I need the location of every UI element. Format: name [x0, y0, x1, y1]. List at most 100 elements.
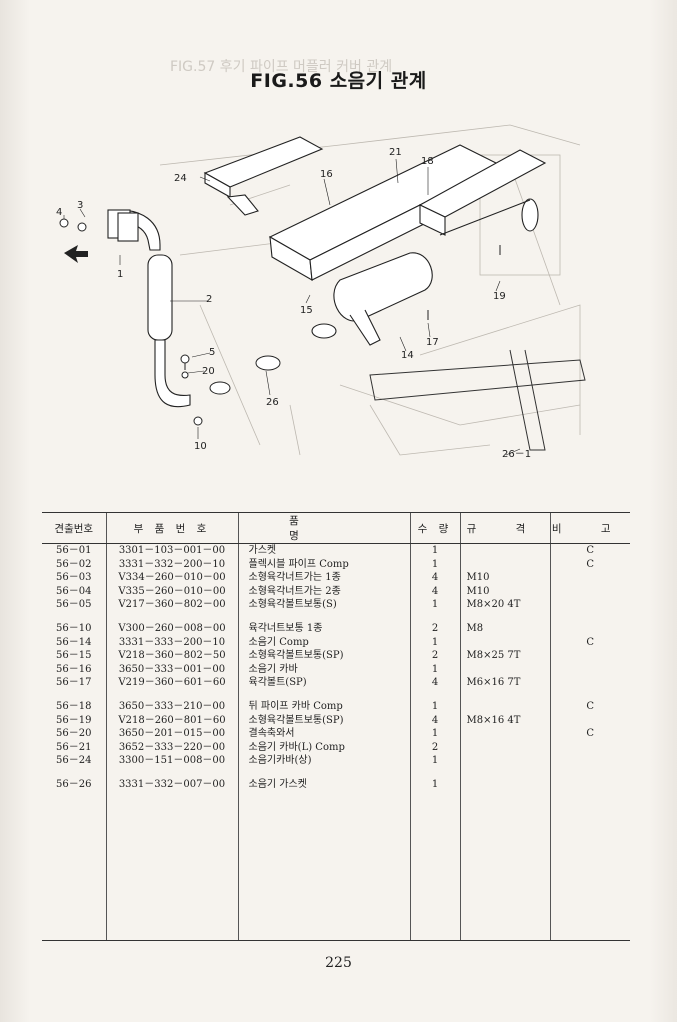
cell-spec: M6×16 7T — [459, 676, 550, 690]
cell-ref-no: 56－01 — [56, 545, 92, 556]
spacer-cell — [409, 689, 460, 700]
filler-cell — [105, 791, 238, 941]
spacer-cell — [549, 611, 630, 622]
cell-remarks — [549, 662, 630, 677]
cell-remarks — [549, 676, 630, 690]
table-filler-row — [42, 791, 630, 941]
cell-quantity: 4 — [409, 713, 460, 728]
cell-ref-no: 56－10 — [56, 622, 92, 634]
cell-part-number: V218－260－801－60 — [105, 713, 238, 728]
cell-part-name: 육각볼트(SP) — [237, 676, 410, 690]
cell-quantity: 4 — [409, 676, 460, 690]
cell-part-number: 3650－333－001－00 — [105, 662, 238, 677]
header-ref-no: 견출번호 — [42, 512, 106, 544]
cell-part-number: 3331－332－200－10 — [105, 557, 238, 572]
arrow-front-icon — [64, 245, 88, 263]
callout: 2 — [206, 294, 212, 305]
leader-lines — [63, 158, 521, 456]
callout: 5 — [209, 347, 215, 358]
cell-remarks — [549, 621, 630, 636]
callout: 10 — [194, 441, 207, 452]
cell-remarks — [549, 649, 630, 663]
callout: 26 — [266, 397, 279, 408]
cell-part-number: 3300－151－008－00 — [105, 754, 238, 768]
spacer-cell — [459, 689, 550, 700]
bleed-through-title: FIG.57 후기 파이프 머플러 커버 관계 — [170, 59, 393, 75]
gaskets-and-bolts — [59, 218, 501, 426]
cell-ref-no: 56－18 — [56, 700, 92, 712]
cell-quantity: 1 — [409, 543, 460, 558]
cell-ref-no: 56－20 — [56, 728, 92, 740]
spacer-cell — [409, 611, 460, 622]
filler-cell — [237, 791, 410, 941]
cell-spec — [459, 557, 550, 572]
callout: 4 — [56, 207, 62, 218]
cell-spec: M8×25 7T — [459, 649, 550, 663]
cell-quantity: 2 — [409, 649, 460, 663]
callout: 3 — [77, 200, 83, 211]
cell-spec — [459, 699, 550, 714]
header-part-number: 부 품 번 호 — [105, 512, 238, 544]
cover-24 — [203, 136, 324, 216]
cell-quantity: 2 — [409, 740, 460, 755]
cell-remarks: C — [549, 543, 630, 558]
frame-background-lines — [159, 124, 581, 456]
filler-cell — [549, 791, 630, 941]
spacer-cell — [549, 689, 630, 700]
cell-quantity: 1 — [409, 557, 460, 572]
cell-spec — [459, 543, 550, 558]
cell-part-number: 3652－333－220－00 — [105, 740, 238, 755]
tail-pipe-cover-18 — [418, 149, 547, 236]
cell-part-name: 소음기 카바(L) Comp — [237, 740, 410, 755]
cell-spec: M8×20 4T — [459, 598, 550, 612]
cell-ref-no: 56－02 — [56, 558, 92, 570]
spacer-cell — [42, 768, 106, 778]
spacer-cell — [459, 611, 550, 622]
cell-quantity: 2 — [409, 621, 460, 636]
callout: 18 — [421, 156, 434, 167]
callout: 17 — [426, 337, 439, 348]
cell-remarks: C — [549, 699, 630, 714]
cell-part-number: 3650－201－015－00 — [105, 727, 238, 741]
cell-ref-no: 56－15 — [56, 650, 92, 662]
cell-part-name: 뒤 파이프 카바 Comp — [237, 699, 410, 714]
spacer-cell — [42, 612, 106, 622]
cell-quantity: 1 — [409, 662, 460, 677]
cell-part-name: 소음기 카바 — [237, 662, 410, 677]
cell-quantity: 1 — [409, 727, 460, 741]
cell-part-number: V335－260－010－00 — [105, 584, 238, 599]
spacer-cell — [105, 611, 238, 622]
cell-quantity: 1 — [409, 754, 460, 768]
header-quantity: 수 량 — [409, 512, 460, 544]
cell-ref-no: 56－26 — [56, 778, 92, 790]
cell-part-name: 결속축와서 — [237, 727, 410, 741]
muffler-14 — [311, 252, 433, 346]
cell-part-name: 소형육각볼트보통(SP) — [237, 713, 410, 728]
cell-ref-no: 56－16 — [56, 663, 92, 675]
spacer-cell — [105, 689, 238, 700]
exploded-parts-diagram: 24 3 4 21 18 16 1 2 19 15 17 14 5 20 26 … — [56, 124, 586, 460]
spacer-cell — [237, 611, 410, 622]
callout: 26－1 — [502, 449, 531, 460]
cell-quantity: 1 — [409, 635, 460, 650]
spacer-cell — [409, 767, 460, 778]
cell-remarks — [549, 777, 630, 792]
cell-remarks: C — [549, 557, 630, 572]
cell-remarks — [549, 740, 630, 755]
callout: 24 — [174, 173, 187, 184]
cell-part-name: 소형육각너트가는 1종 — [237, 571, 410, 585]
callout: 16 — [320, 169, 333, 180]
cell-ref-no: 56－24 — [56, 755, 92, 767]
cell-spec — [459, 662, 550, 677]
cell-spec — [459, 754, 550, 768]
cell-part-number: V219－360－601－60 — [105, 676, 238, 690]
cell-part-number: 3331－332－007－00 — [105, 777, 238, 792]
